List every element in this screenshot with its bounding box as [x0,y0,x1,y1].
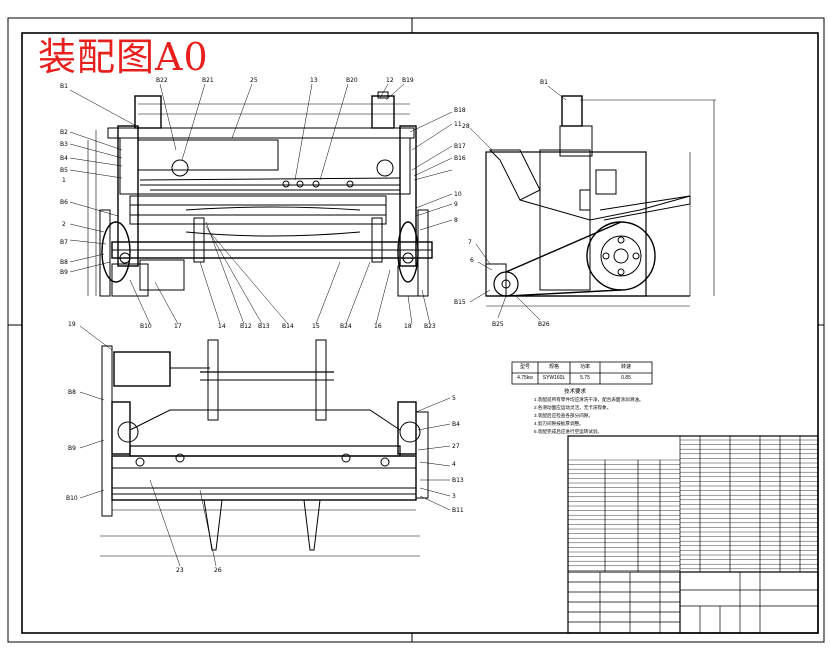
note-line: 4.剪刃间隙按板厚调整。 [534,421,584,426]
svg-text:5: 5 [452,395,456,402]
spec-table: 型号 规格 功率 转速 4.75kw SYW160L 5.75 0.85 [512,362,652,384]
svg-text:B23: B23 [424,323,436,330]
outer-border [7,17,825,643]
spec-value-spec: SYW160L [542,375,566,381]
svg-text:25: 25 [250,77,258,84]
svg-text:B13: B13 [258,323,270,330]
svg-text:16: 16 [374,323,382,330]
svg-text:B10: B10 [140,323,152,330]
svg-text:B14: B14 [282,323,294,330]
spec-value-power: 5.75 [580,375,590,381]
svg-text:B25: B25 [492,321,504,328]
spec-header-speed: 转速 [620,364,631,370]
svg-text:26: 26 [214,567,222,574]
spec-table-grid [511,361,653,385]
svg-text:B13: B13 [452,477,464,484]
svg-text:3: 3 [452,493,456,500]
sheet-title: 装配图A0 [38,35,209,79]
svg-text:B17: B17 [454,143,466,150]
side-view [469,85,716,321]
svg-text:B22: B22 [156,77,168,84]
top-view-labels: 19 B8 B9 B10 5 B4 27 4 B13 3 B11 23 26 [66,321,464,574]
top-view [79,325,451,567]
spec-header-model: 型号 [519,364,530,370]
spec-header-power: 功率 [579,364,590,370]
svg-text:6: 6 [470,257,474,264]
svg-text:B20: B20 [346,77,358,84]
svg-text:13: 13 [310,77,318,84]
svg-text:4: 4 [452,461,456,468]
note-line: 5.装配完成后应进行空运转试验。 [534,429,603,434]
inner-border [21,32,819,634]
svg-text:23: 23 [176,567,184,574]
note-line: 3.装配后应检查各部分间隙。 [534,413,593,418]
note-line: 2.各滑动面应运动灵活，无卡滞现象。 [534,405,612,410]
svg-text:9: 9 [454,201,458,208]
svg-text:B19: B19 [402,77,414,84]
center-marks [8,18,824,642]
svg-text:B3: B3 [60,141,68,148]
svg-text:15: 15 [312,323,320,330]
svg-text:B1: B1 [60,83,68,90]
svg-text:B10: B10 [66,495,78,502]
front-view [69,83,453,325]
technical-notes: 技术要求 1.装配前所有零件均应清洗干净，配合表面涂润滑油。 2.各滑动面应运动… [534,388,674,436]
notes-title: 技术要求 [564,389,587,395]
svg-text:B12: B12 [240,323,252,330]
svg-text:11: 11 [454,121,462,128]
spec-header-spec: 规格 [548,364,559,370]
svg-text:B2: B2 [60,129,68,136]
svg-text:B6: B6 [60,199,68,206]
svg-text:2: 2 [62,221,66,228]
svg-text:B9: B9 [60,269,68,276]
svg-text:B4: B4 [452,421,460,428]
svg-text:B16: B16 [454,155,466,162]
svg-text:17: 17 [174,323,182,330]
svg-text:B21: B21 [202,77,214,84]
svg-text:10: 10 [454,191,462,198]
svg-text:1: 1 [62,177,66,184]
svg-text:B4: B4 [60,155,68,162]
svg-text:B9: B9 [68,445,76,452]
svg-text:B11: B11 [452,507,464,514]
front-view-labels: B1 B2 B3 B4 B5 1 B6 2 B7 B8 B9 B10 17 14… [60,77,466,330]
spec-value-model: 4.75kw [517,375,533,381]
spec-value-speed: 0.85 [621,375,631,381]
svg-text:27: 27 [452,443,460,450]
svg-text:7: 7 [468,239,472,246]
svg-text:B1: B1 [540,79,548,86]
svg-text:B8: B8 [60,259,68,266]
side-view-labels: B1 28 7 6 B15 B25 B26 [454,79,550,328]
svg-text:19: 19 [68,321,76,328]
svg-text:8: 8 [454,217,458,224]
svg-text:14: 14 [218,323,226,330]
svg-text:B8: B8 [68,389,76,396]
parts-list-rows [568,439,818,571]
svg-text:B26: B26 [538,321,550,328]
svg-text:12: 12 [386,77,394,84]
svg-text:B15: B15 [454,299,466,306]
svg-text:B5: B5 [60,167,68,174]
svg-text:28: 28 [462,123,470,130]
parts-list-table [567,435,819,634]
svg-text:18: 18 [404,323,412,330]
svg-text:B7: B7 [60,239,68,246]
svg-text:B24: B24 [340,323,352,330]
note-line: 1.装配前所有零件均应清洗干净，配合表面涂润滑油。 [534,397,644,402]
svg-text:B18: B18 [454,107,466,114]
